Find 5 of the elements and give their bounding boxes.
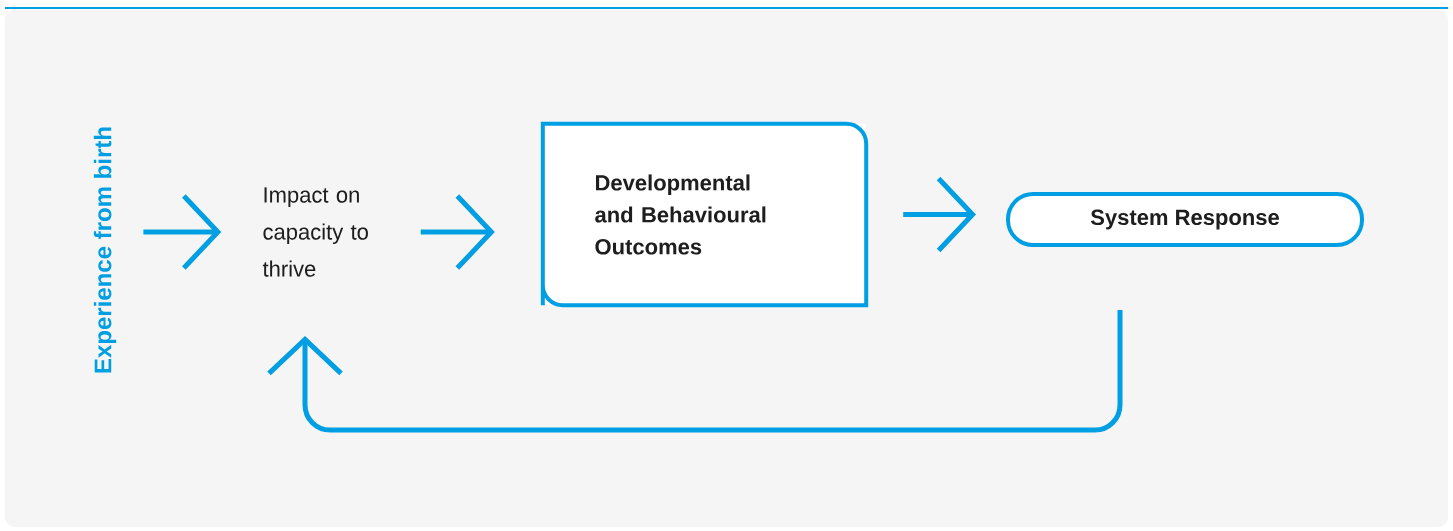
rotated-label: Experience from birth: [93, 127, 117, 373]
arrow: [267, 310, 1123, 433]
process-text: Impact on capacity to thrive: [262, 187, 368, 277]
process-box: Developmental and Behavioural Outcomes: [540, 121, 869, 308]
rounded-box: System Response: [1006, 192, 1364, 247]
